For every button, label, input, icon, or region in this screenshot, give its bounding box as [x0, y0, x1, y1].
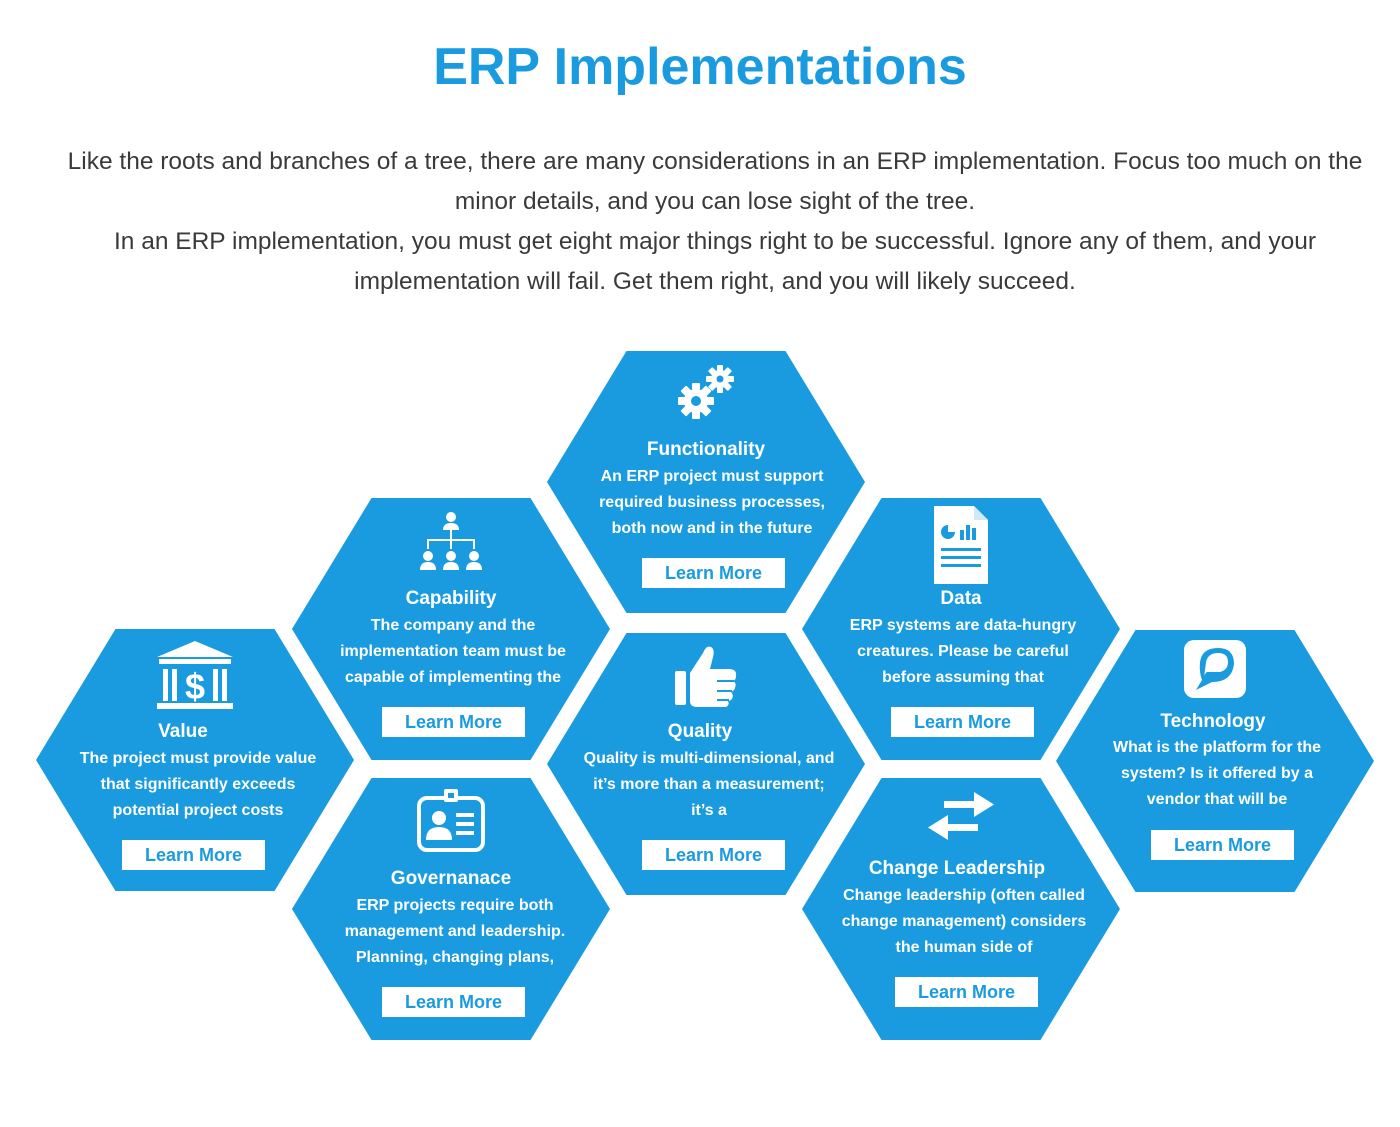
card-title: Data — [940, 588, 982, 609]
card-description: What is the platform for the system? Is … — [1113, 739, 1321, 808]
hex-card-change-leadership: Change Leadership Change leadership (oft… — [802, 778, 1120, 1040]
gears-icon — [547, 363, 865, 421]
hex-card-capability: Capability The company and the implement… — [292, 498, 610, 760]
page-title: ERP Implementations — [433, 38, 967, 96]
hex-card-data: Data ERP systems are data-hungry creatur… — [802, 498, 1120, 760]
card-description: ERP systems are data-hungry creatures. P… — [849, 617, 1077, 686]
learn-more-button-data[interactable]: Learn More — [891, 707, 1034, 737]
card-title: Technology — [1160, 711, 1266, 732]
report-document-icon — [802, 504, 1120, 586]
hex-card-functionality: Functionality An ERP project must suppor… — [547, 351, 865, 613]
hex-card-technology: Technology What is the platform for the … — [1056, 630, 1374, 892]
bank-dollar-icon: $ — [36, 639, 354, 711]
learn-more-button-quality[interactable]: Learn More — [642, 840, 785, 870]
card-title: Change Leadership — [868, 858, 1046, 879]
id-badge-icon — [292, 788, 610, 852]
learn-more-button-change-leadership[interactable]: Learn More — [895, 977, 1038, 1007]
card-title: Value — [158, 721, 208, 742]
card-title: Functionality — [646, 439, 766, 460]
learn-more-button-capability[interactable]: Learn More — [382, 707, 525, 737]
learn-more-button-value[interactable]: Learn More — [122, 840, 265, 870]
card-description: The company and the implementation team … — [340, 617, 566, 686]
hex-card-quality: Quality Quality is multi-dimensional, an… — [547, 633, 865, 895]
intro-text: Like the roots and branches of a tree, t… — [60, 142, 1370, 302]
chat-bubble-icon — [1056, 638, 1374, 700]
learn-more-button-governance[interactable]: Learn More — [382, 987, 525, 1017]
card-description: The project must provide value that sign… — [79, 750, 317, 819]
card-title: Quality — [667, 721, 733, 742]
learn-more-button-functionality[interactable]: Learn More — [642, 558, 785, 588]
exchange-arrows-icon — [802, 790, 1120, 842]
org-chart-icon — [292, 510, 610, 574]
intro-paragraph-1: Like the roots and branches of a tree, t… — [67, 148, 1363, 215]
card-description: An ERP project must support required bus… — [599, 468, 825, 537]
card-title: Governanace — [390, 868, 512, 889]
hex-card-governance: Governanace ERP projects require both ma… — [292, 778, 610, 1040]
learn-more-button-technology[interactable]: Learn More — [1151, 830, 1294, 860]
card-title: Capability — [405, 588, 497, 609]
card-description: Change leadership (often called change m… — [841, 887, 1087, 956]
svg-text:$: $ — [185, 666, 205, 707]
intro-paragraph-2: In an ERP implementation, you must get e… — [113, 228, 1317, 295]
card-description: ERP projects require both management and… — [344, 897, 566, 966]
card-description: Quality is multi-dimensional, and it’s m… — [583, 750, 835, 819]
thumbs-up-icon — [547, 643, 865, 709]
hex-card-value: $ Value The project must provide value t… — [36, 629, 354, 891]
